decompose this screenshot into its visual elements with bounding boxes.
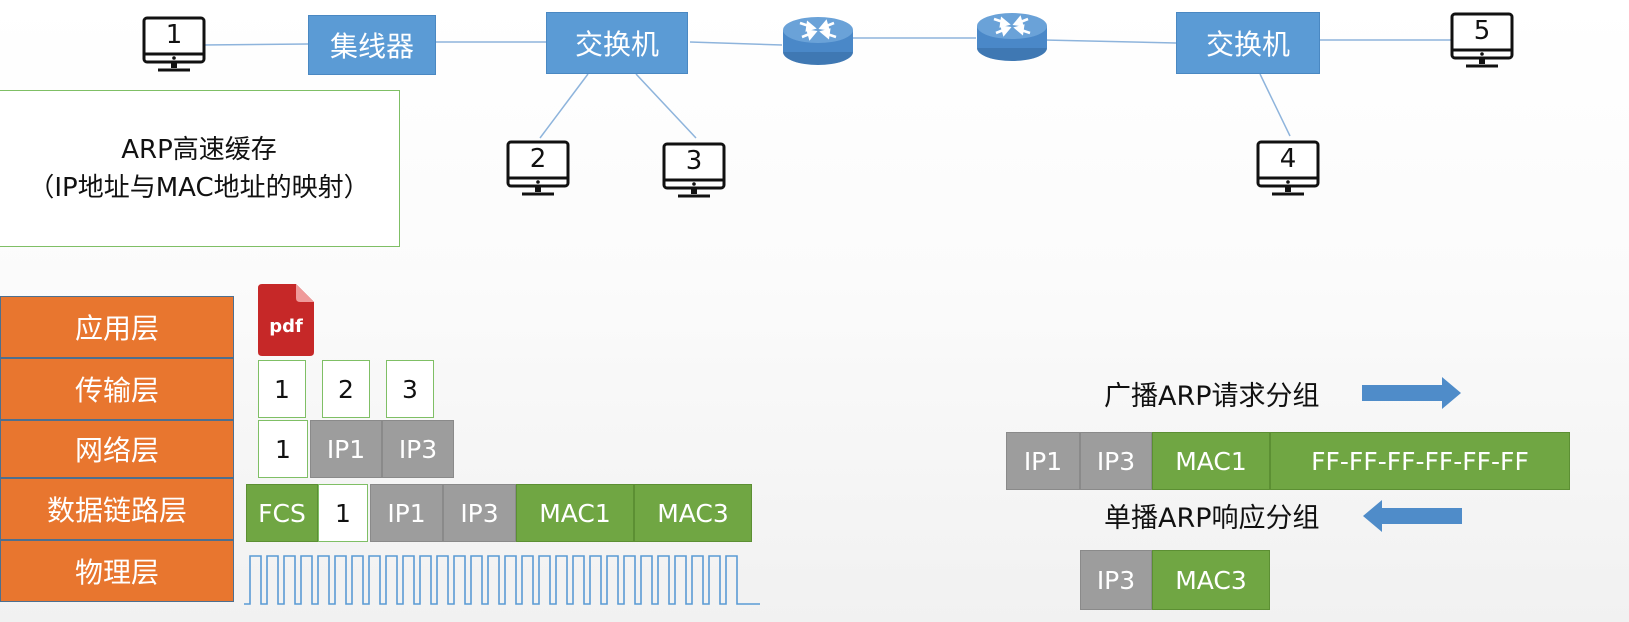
arrow-right-icon bbox=[1362, 377, 1461, 409]
computer-icon bbox=[142, 16, 206, 72]
frame-fcs: FCS bbox=[246, 484, 318, 542]
square-wave-signal bbox=[244, 555, 760, 605]
pc-label: 3 bbox=[685, 146, 703, 176]
frame-src-ip: IP1 bbox=[370, 484, 443, 542]
router-icon bbox=[977, 13, 1047, 61]
arp-reply-ip: IP3 bbox=[1080, 550, 1152, 610]
arp-request-label: 广播ARP请求分组 bbox=[1104, 381, 1320, 412]
pc-label: 2 bbox=[529, 144, 547, 174]
transport-segment: 3 bbox=[386, 360, 434, 418]
frame-dst-ip: IP3 bbox=[443, 484, 516, 542]
router-icon bbox=[783, 17, 853, 65]
transport-segment: 1 bbox=[258, 360, 306, 418]
arp-reply-mac: MAC3 bbox=[1152, 550, 1270, 610]
layer-data-link: 数据链路层 bbox=[0, 478, 234, 540]
packet-dst-ip: IP3 bbox=[382, 420, 454, 478]
layer-physical: 物理层 bbox=[0, 540, 234, 602]
computer-icon bbox=[1450, 12, 1514, 68]
pc-5: 5 bbox=[1450, 12, 1514, 68]
arp-request-src-ip: IP1 bbox=[1006, 432, 1080, 490]
arp-request-src-mac: MAC1 bbox=[1152, 432, 1270, 490]
pc-4: 4 bbox=[1256, 140, 1320, 196]
switch-left: 交换机 bbox=[546, 12, 688, 74]
pc-3: 3 bbox=[662, 142, 726, 198]
frame-dst-mac: MAC3 bbox=[634, 484, 752, 542]
frame-payload: 1 bbox=[318, 484, 368, 542]
pc-label: 4 bbox=[1279, 144, 1297, 174]
arp-request-broadcast-mac: FF-FF-FF-FF-FF-FF bbox=[1270, 432, 1570, 490]
pc-label: 5 bbox=[1473, 16, 1491, 46]
computer-icon bbox=[1256, 140, 1320, 196]
arrow-left-icon bbox=[1363, 500, 1462, 532]
pdf-file-icon: pdf bbox=[258, 284, 314, 356]
packet-src-ip: IP1 bbox=[310, 420, 382, 478]
layer-application: 应用层 bbox=[0, 296, 234, 358]
pc-label: 1 bbox=[165, 20, 183, 50]
arp-cache-title: ARP高速缓存 bbox=[121, 134, 277, 165]
pdf-label: pdf bbox=[269, 316, 303, 337]
pc-2: 2 bbox=[506, 140, 570, 196]
arp-cache-box: ARP高速缓存 （IP地址与MAC地址的映射） bbox=[0, 90, 400, 247]
packet-payload: 1 bbox=[258, 420, 308, 478]
transport-segment: 2 bbox=[322, 360, 370, 418]
arp-reply-label: 单播ARP响应分组 bbox=[1104, 503, 1320, 534]
arp-request-dst-ip: IP3 bbox=[1080, 432, 1152, 490]
layer-transport: 传输层 bbox=[0, 358, 234, 420]
computer-icon bbox=[662, 142, 726, 198]
layer-network: 网络层 bbox=[0, 420, 234, 478]
frame-src-mac: MAC1 bbox=[516, 484, 634, 542]
hub: 集线器 bbox=[308, 15, 436, 75]
arp-cache-subtitle: （IP地址与MAC地址的映射） bbox=[28, 172, 370, 203]
computer-icon bbox=[506, 140, 570, 196]
switch-right: 交换机 bbox=[1176, 12, 1320, 74]
pc-1: 1 bbox=[142, 16, 206, 72]
